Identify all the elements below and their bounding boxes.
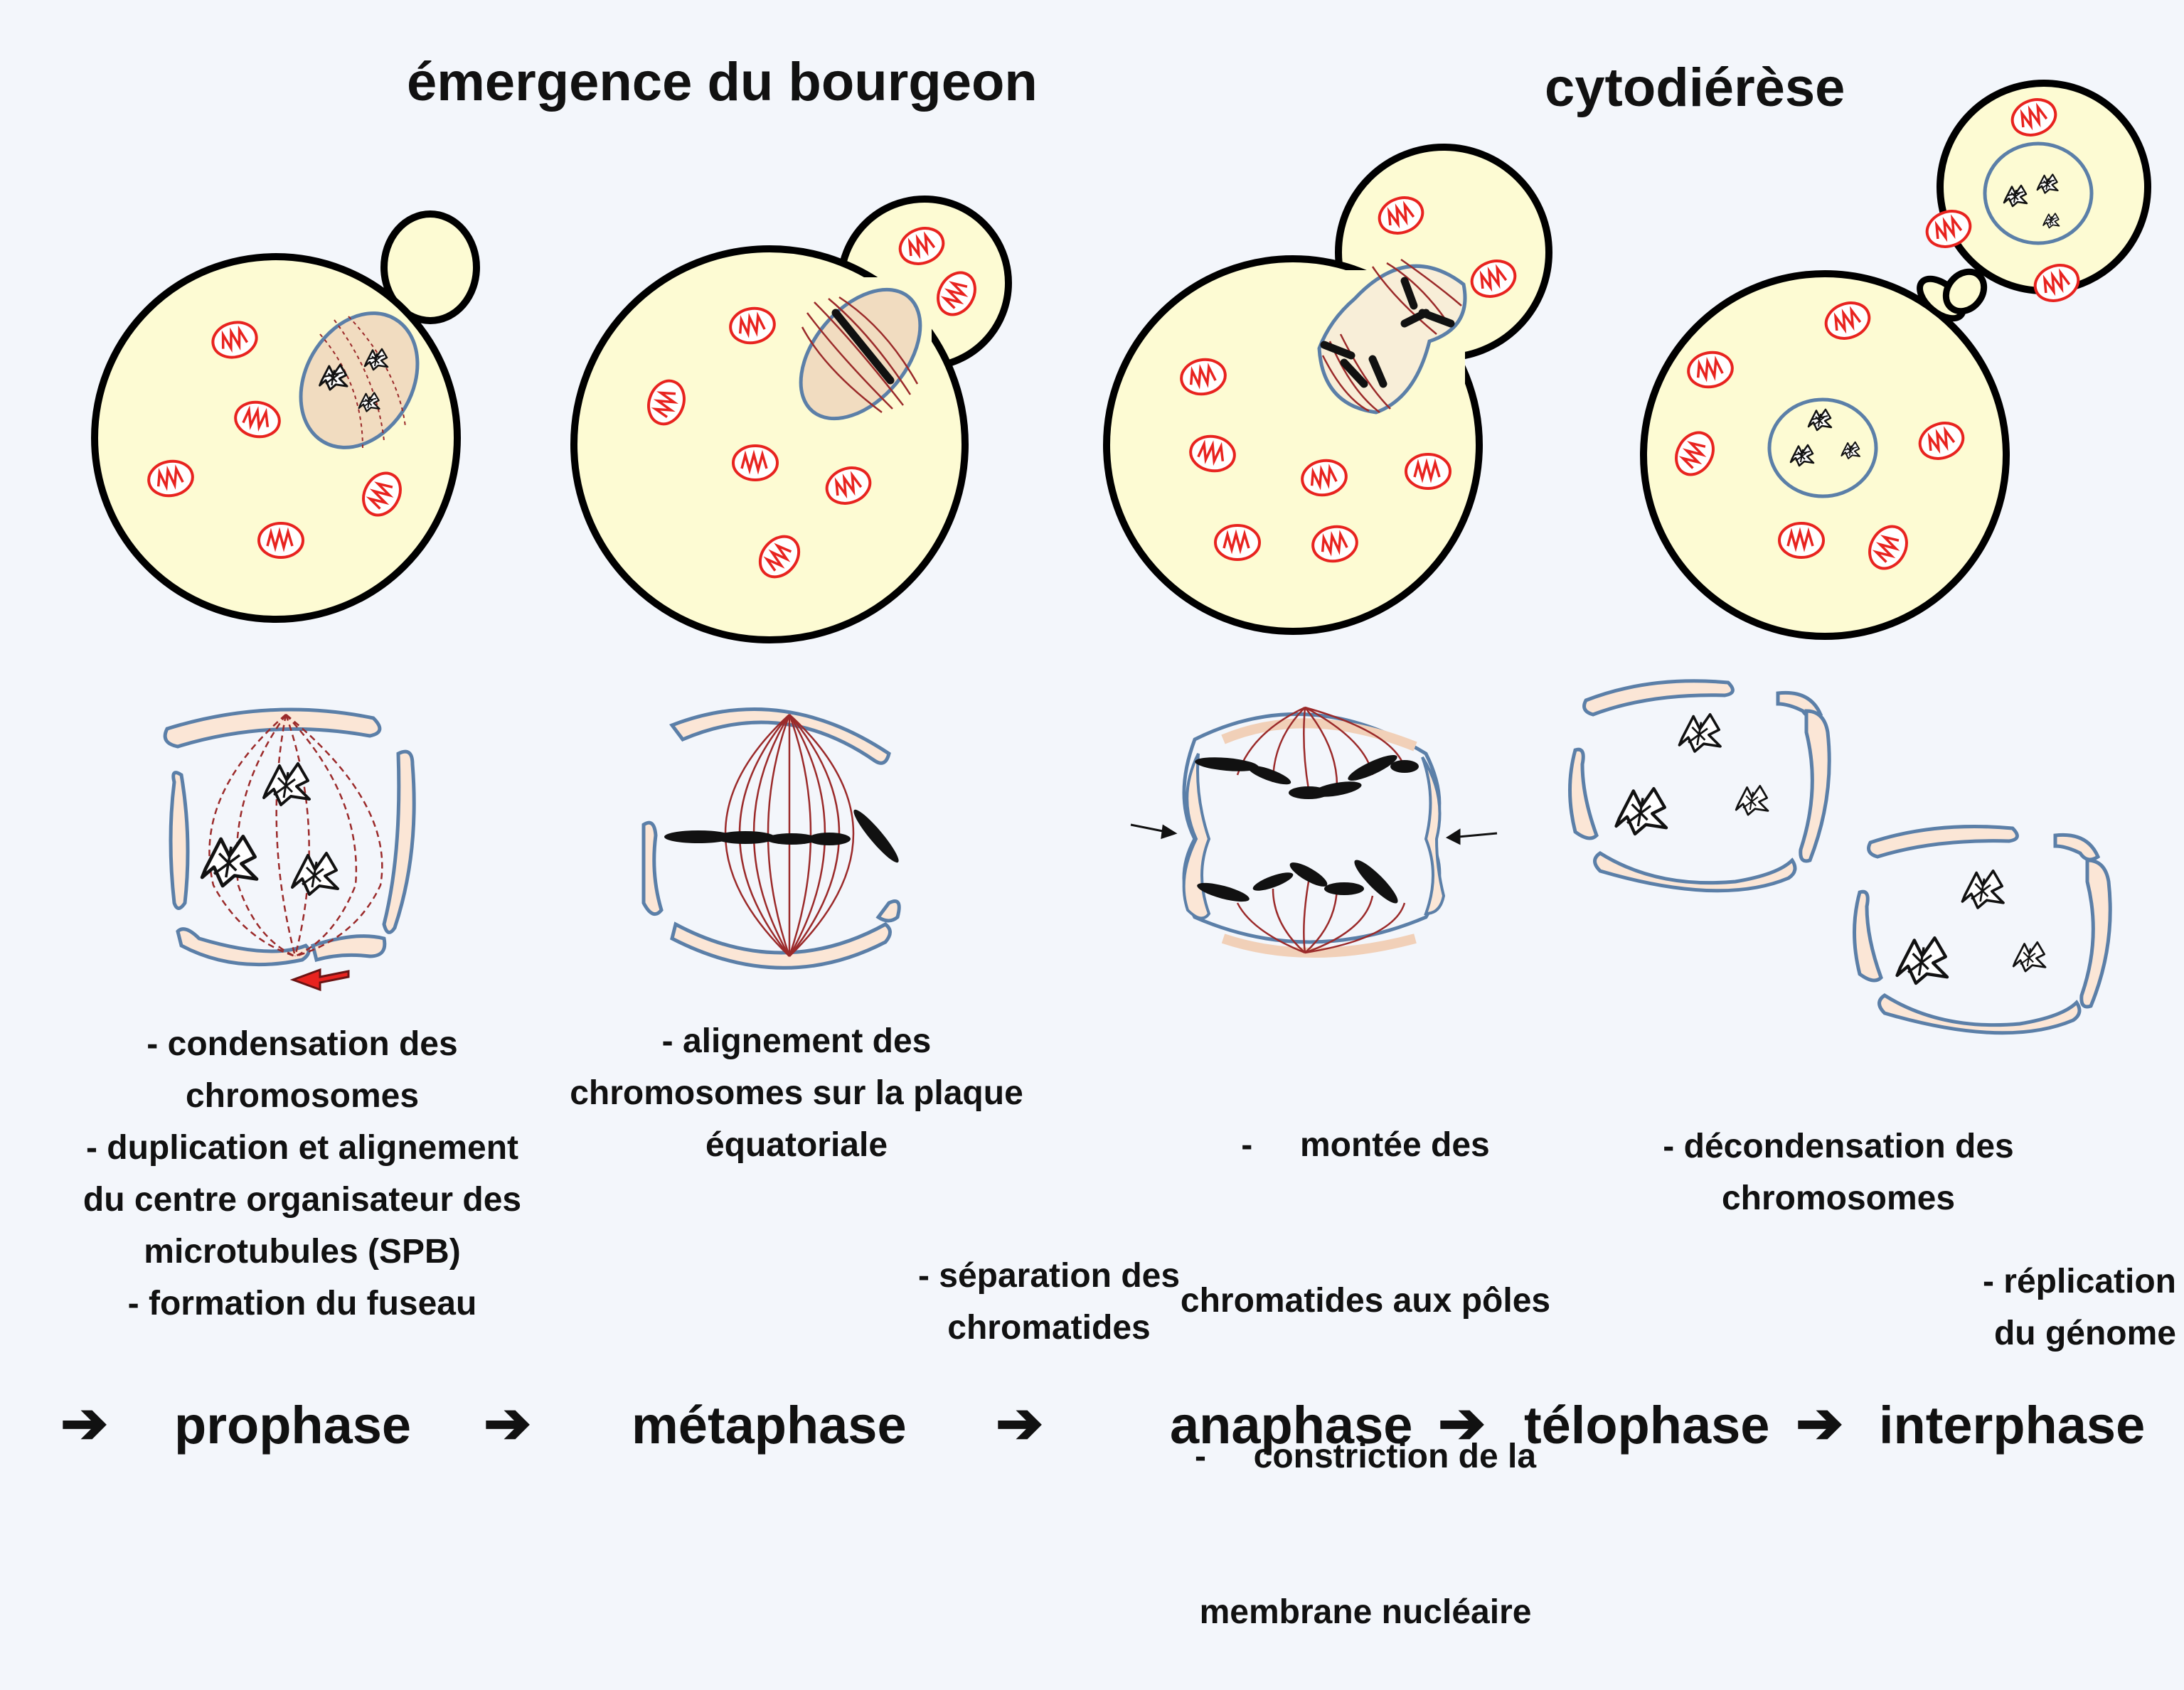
phase-prophase: prophase	[174, 1396, 412, 1455]
description-line: - formation du fuseau	[127, 1285, 477, 1322]
nucleus-metaphase	[641, 707, 901, 970]
description-line: chromosomes	[185, 1077, 420, 1115]
description-line: - montée des	[1241, 1126, 1490, 1164]
phase-anaphase: anaphase	[1170, 1396, 1413, 1455]
description-line: chromatides aux pôles	[1180, 1282, 1551, 1320]
description-line: - duplication et alignement	[85, 1129, 519, 1167]
description-interphase: - réplication du génome	[1941, 1256, 2176, 1359]
description-line: du centre organisateur des	[82, 1181, 522, 1219]
description-prophase: - condensation des chromosomes - duplica…	[43, 1018, 562, 1330]
description-metaphase: - alignement des chromosomes sur la plaq…	[540, 1015, 1053, 1171]
description-chromatid-separation: - séparation des chromatides	[875, 1250, 1223, 1354]
arrow-right-icon: ➔	[996, 1391, 1044, 1455]
chromosome-icon	[1961, 870, 2005, 909]
description-line: chromatides	[947, 1309, 1151, 1347]
heading-bud-emergence: émergence du bourgeon	[407, 52, 1038, 112]
chromosome-icon	[1678, 712, 1722, 753]
chromosome-icon	[291, 852, 339, 896]
nucleus-prophase	[163, 707, 416, 992]
description-line: chromosomes	[1721, 1180, 1956, 1217]
mitochondrion-icon	[732, 444, 779, 481]
description-line: microtubules (SPB)	[144, 1233, 461, 1271]
description-line: du génome	[1993, 1315, 2176, 1352]
chromosome-icon	[2012, 941, 2047, 973]
arrow-right-icon: ➔	[1796, 1391, 1844, 1455]
mitochondrion-icon	[1778, 522, 1825, 559]
cell-cytokinesis	[1640, 80, 2151, 640]
nucleus-telophase-upper	[1568, 679, 1831, 893]
description-anaphase: - montée des chromatides aux pôles - con…	[1138, 1015, 1593, 1690]
nucleus-anaphase	[1130, 706, 1498, 958]
cell-metaphase	[570, 196, 1012, 643]
mitochondrion-icon	[257, 522, 304, 559]
description-telophase: - décondensation des chromosomes	[1625, 1121, 2052, 1224]
cell-anaphase	[1103, 144, 1552, 635]
nucleus-telophase-lower	[1853, 825, 2112, 1035]
chromosome-icon	[664, 809, 899, 863]
description-line: - décondensation des	[1663, 1128, 2014, 1165]
cell-prophase	[91, 210, 480, 623]
mitochondrion-icon	[1405, 453, 1451, 490]
arrow-right-icon	[1130, 823, 1498, 845]
description-line: membrane nucléaire	[1199, 1593, 1532, 1631]
description-line: - séparation des	[917, 1257, 1181, 1295]
cell-cycle-diagram	[91, 80, 2151, 1035]
arrow-right-icon: ➔	[60, 1391, 109, 1455]
chromosome-icon	[1195, 754, 1419, 904]
chromosome-icon	[1735, 785, 1769, 816]
description-line: - constriction de la	[1194, 1438, 1537, 1475]
description-line: - alignement des	[661, 1022, 932, 1060]
heading-cytokinesis: cytodiérèse	[1545, 58, 1845, 118]
arrow-left-icon	[289, 968, 350, 992]
description-line: - réplication	[1982, 1263, 2176, 1300]
mitochondrion-icon	[1214, 524, 1261, 561]
chromosome-icon	[262, 762, 311, 806]
arrow-right-icon: ➔	[1438, 1391, 1486, 1455]
chromosome-icon	[1616, 788, 1666, 834]
chromosome-icon	[1897, 938, 1947, 983]
phase-metaphase: métaphase	[632, 1396, 907, 1455]
description-line: chromosomes sur la plaque	[570, 1074, 1023, 1112]
arrow-right-icon: ➔	[484, 1391, 532, 1455]
description-line: - condensation des	[147, 1025, 458, 1063]
description-line: équatoriale	[705, 1126, 888, 1164]
phase-telophase: télophase	[1524, 1396, 1770, 1455]
phase-interphase: interphase	[1879, 1396, 2146, 1455]
